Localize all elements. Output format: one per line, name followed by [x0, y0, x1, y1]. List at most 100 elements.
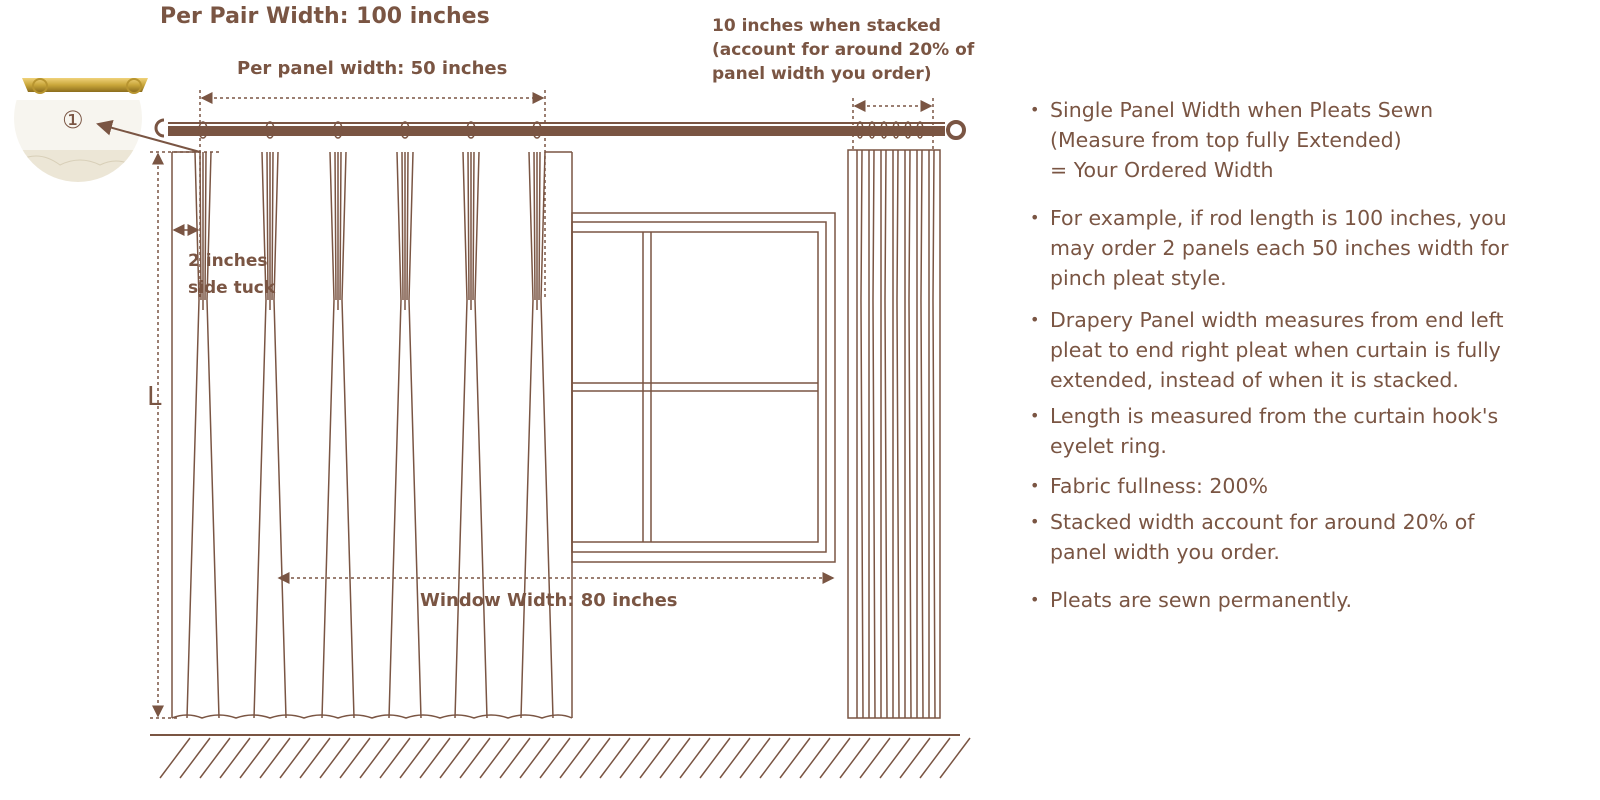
stacked-fold	[880, 149, 888, 719]
stacked-fold	[868, 149, 876, 719]
note-line: For example, if rod length is 100 inches…	[1050, 206, 1507, 230]
floor-hatch	[779, 737, 811, 779]
note-line: (Measure from top fully Extended)	[1050, 128, 1402, 152]
left-curtain-panel	[171, 121, 573, 719]
note-item: Length is measured from the curtain hook…	[1030, 401, 1590, 461]
curtain-ring	[892, 121, 900, 139]
floor-hatch	[639, 737, 671, 779]
floor-hatch	[159, 737, 191, 779]
stacked-line: (account for around 20% of	[712, 40, 975, 60]
note-line: Drapery Panel width measures from end le…	[1050, 308, 1504, 332]
floor-hatch	[599, 737, 631, 779]
curtain-ring	[265, 121, 275, 139]
note-item: Drapery Panel width measures from end le…	[1030, 305, 1590, 395]
floor-hatch	[839, 737, 871, 779]
floor-hatch	[819, 737, 851, 779]
length-label: L	[147, 382, 162, 412]
floor-hatch	[659, 737, 691, 779]
floor-hatch	[479, 737, 511, 779]
floor-hatch	[199, 737, 231, 779]
floor-hatch	[759, 737, 791, 779]
note-line: pleat to end right pleat when curtain is…	[1050, 338, 1501, 362]
hook-marker-label: ①	[62, 106, 84, 134]
stacked-fold	[916, 149, 924, 719]
floor-hatch	[439, 737, 471, 779]
floor-hatch	[539, 737, 571, 779]
note-item: For example, if rod length is 100 inches…	[1030, 203, 1590, 293]
floor-hatch	[359, 737, 391, 779]
stacked-line: 10 inches when stacked	[712, 16, 941, 36]
rod-finial	[946, 120, 966, 140]
note-line: Stacked width account for around 20% of	[1050, 510, 1475, 534]
stacked-curtain-panel	[847, 121, 941, 719]
stacked-width-label: 10 inches when stacked (account for arou…	[712, 14, 974, 86]
side-tuck-line: 2 inches	[188, 251, 268, 271]
floor-hatch	[879, 737, 911, 779]
floor-hatch	[279, 737, 311, 779]
floor-hatch	[299, 737, 331, 779]
side-tuck-line: side tuck	[188, 278, 276, 298]
note-line: extended, instead of when it is stacked.	[1050, 368, 1459, 392]
floor-hatch	[719, 737, 751, 779]
note-line: = Your Ordered Width	[1050, 158, 1274, 182]
stacked-fold	[892, 149, 900, 719]
floor-hatch	[739, 737, 771, 779]
floor-hatch	[619, 737, 651, 779]
window-width-label: Window Width: 80 inches	[420, 590, 678, 611]
note-line: pinch pleat style.	[1050, 266, 1227, 290]
pinch-pleat	[253, 121, 287, 719]
floor-hatch	[239, 737, 271, 779]
note-line: Fabric fullness: 200%	[1050, 474, 1268, 498]
floor-hatch	[679, 737, 711, 779]
note-line: Length is measured from the curtain hook…	[1050, 404, 1499, 428]
note-line: may order 2 panels each 50 inches width …	[1050, 236, 1509, 260]
floor-hatch	[559, 737, 591, 779]
note-line: eyelet ring.	[1050, 434, 1167, 458]
note-item: Pleats are sewn permanently.	[1030, 585, 1590, 615]
window	[571, 212, 836, 563]
curtain-ring	[856, 121, 864, 139]
pair-width-label: Per Pair Width: 100 inches	[160, 4, 490, 29]
pinch-pleat	[388, 121, 422, 719]
floor-hatch	[519, 737, 551, 779]
stacked-fold	[904, 149, 912, 719]
note-item: Single Panel Width when Pleats Sewn(Meas…	[1030, 95, 1590, 185]
stacked-fold	[928, 149, 936, 719]
curtain-ring	[333, 121, 343, 139]
note-line: Pleats are sewn permanently.	[1050, 588, 1352, 612]
floor-hatch	[799, 737, 831, 779]
gold-rod	[22, 78, 148, 92]
dimension-lines	[150, 90, 934, 719]
floor-hatch	[399, 737, 431, 779]
floor-hatch	[179, 737, 211, 779]
curtain-ring	[198, 121, 208, 139]
curtain-rod	[154, 118, 966, 140]
floor-hatch	[259, 737, 291, 779]
floor-hatch	[339, 737, 371, 779]
pinch-pleat	[186, 121, 220, 719]
floor-hatch	[939, 737, 971, 779]
notes-list: Single Panel Width when Pleats Sewn(Meas…	[1030, 95, 1590, 615]
curtain-ring	[880, 121, 888, 139]
pinch-pleat	[321, 121, 355, 719]
panel-width-label: Per panel width: 50 inches	[237, 58, 508, 79]
floor-hatch	[859, 737, 891, 779]
floor-hatch	[379, 737, 411, 779]
floor-hatch	[699, 737, 731, 779]
pinch-pleat	[520, 121, 554, 719]
curtain-ring	[868, 121, 876, 139]
floor-hatch	[579, 737, 611, 779]
floor-hatch	[499, 737, 531, 779]
side-tuck-label: 2 inches side tuck	[188, 248, 275, 302]
curtain-ring	[532, 121, 542, 139]
curtain-ring	[466, 121, 476, 139]
floor-hatch	[319, 737, 351, 779]
floor-hatch	[459, 737, 491, 779]
inset-photo	[14, 54, 201, 182]
curtain-ring	[916, 121, 924, 139]
stacked-line: panel width you order)	[712, 64, 932, 84]
curtain-ring	[400, 121, 410, 139]
note-line: panel width you order.	[1050, 540, 1280, 564]
floor-hatch	[219, 737, 251, 779]
